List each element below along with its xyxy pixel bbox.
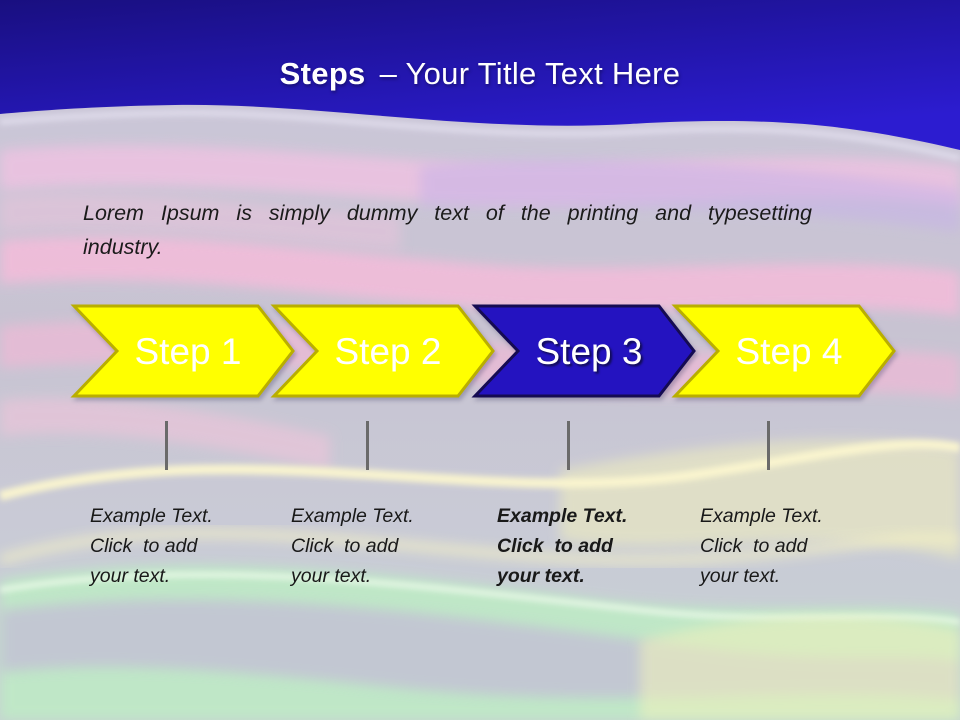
steps-diagram: Step 1 Step 2 Step 3 Step 4 bbox=[70, 304, 896, 398]
step-4-label: Step 4 bbox=[736, 331, 843, 372]
step-2-label: Step 2 bbox=[335, 331, 442, 372]
step-2-description[interactable]: Example Text. Click to add your text. bbox=[291, 505, 414, 587]
step-1-description[interactable]: Example Text. Click to add your text. bbox=[90, 505, 213, 587]
step-4-connector-line bbox=[767, 421, 770, 470]
intro-text[interactable]: Lorem Ipsum is simply dummy text of the … bbox=[83, 201, 812, 259]
step-chevron-3-shape[interactable] bbox=[471, 304, 696, 398]
slide-title-rest: – Your Title Text Here bbox=[379, 56, 681, 91]
step-chevron-4[interactable]: Step 4 bbox=[671, 304, 896, 398]
slide-title-emphasis: Steps bbox=[279, 56, 366, 91]
step-chevron-3[interactable]: Step 3 bbox=[471, 304, 696, 398]
step-3-label: Step 3 bbox=[536, 331, 643, 372]
step-3-connector-line bbox=[567, 421, 570, 470]
step-2-connector-line bbox=[366, 421, 369, 470]
step-1-connector-line bbox=[165, 421, 168, 470]
step-4-description[interactable]: Example Text. Click to add your text. bbox=[700, 505, 823, 587]
header-band bbox=[0, 0, 960, 150]
slide-title[interactable]: Steps – Your Title Text Here bbox=[0, 50, 960, 98]
step-chevron-1-shape[interactable] bbox=[70, 304, 295, 398]
step-chevron-1[interactable]: Step 1 bbox=[70, 304, 295, 398]
step-chevron-2[interactable]: Step 2 bbox=[270, 304, 495, 398]
step-1-label: Step 1 bbox=[135, 331, 242, 372]
step-chevron-4-shape[interactable] bbox=[671, 304, 896, 398]
step-3-description[interactable]: Example Text. Click to add your text. bbox=[497, 505, 628, 587]
step-chevron-2-shape[interactable] bbox=[270, 304, 495, 398]
